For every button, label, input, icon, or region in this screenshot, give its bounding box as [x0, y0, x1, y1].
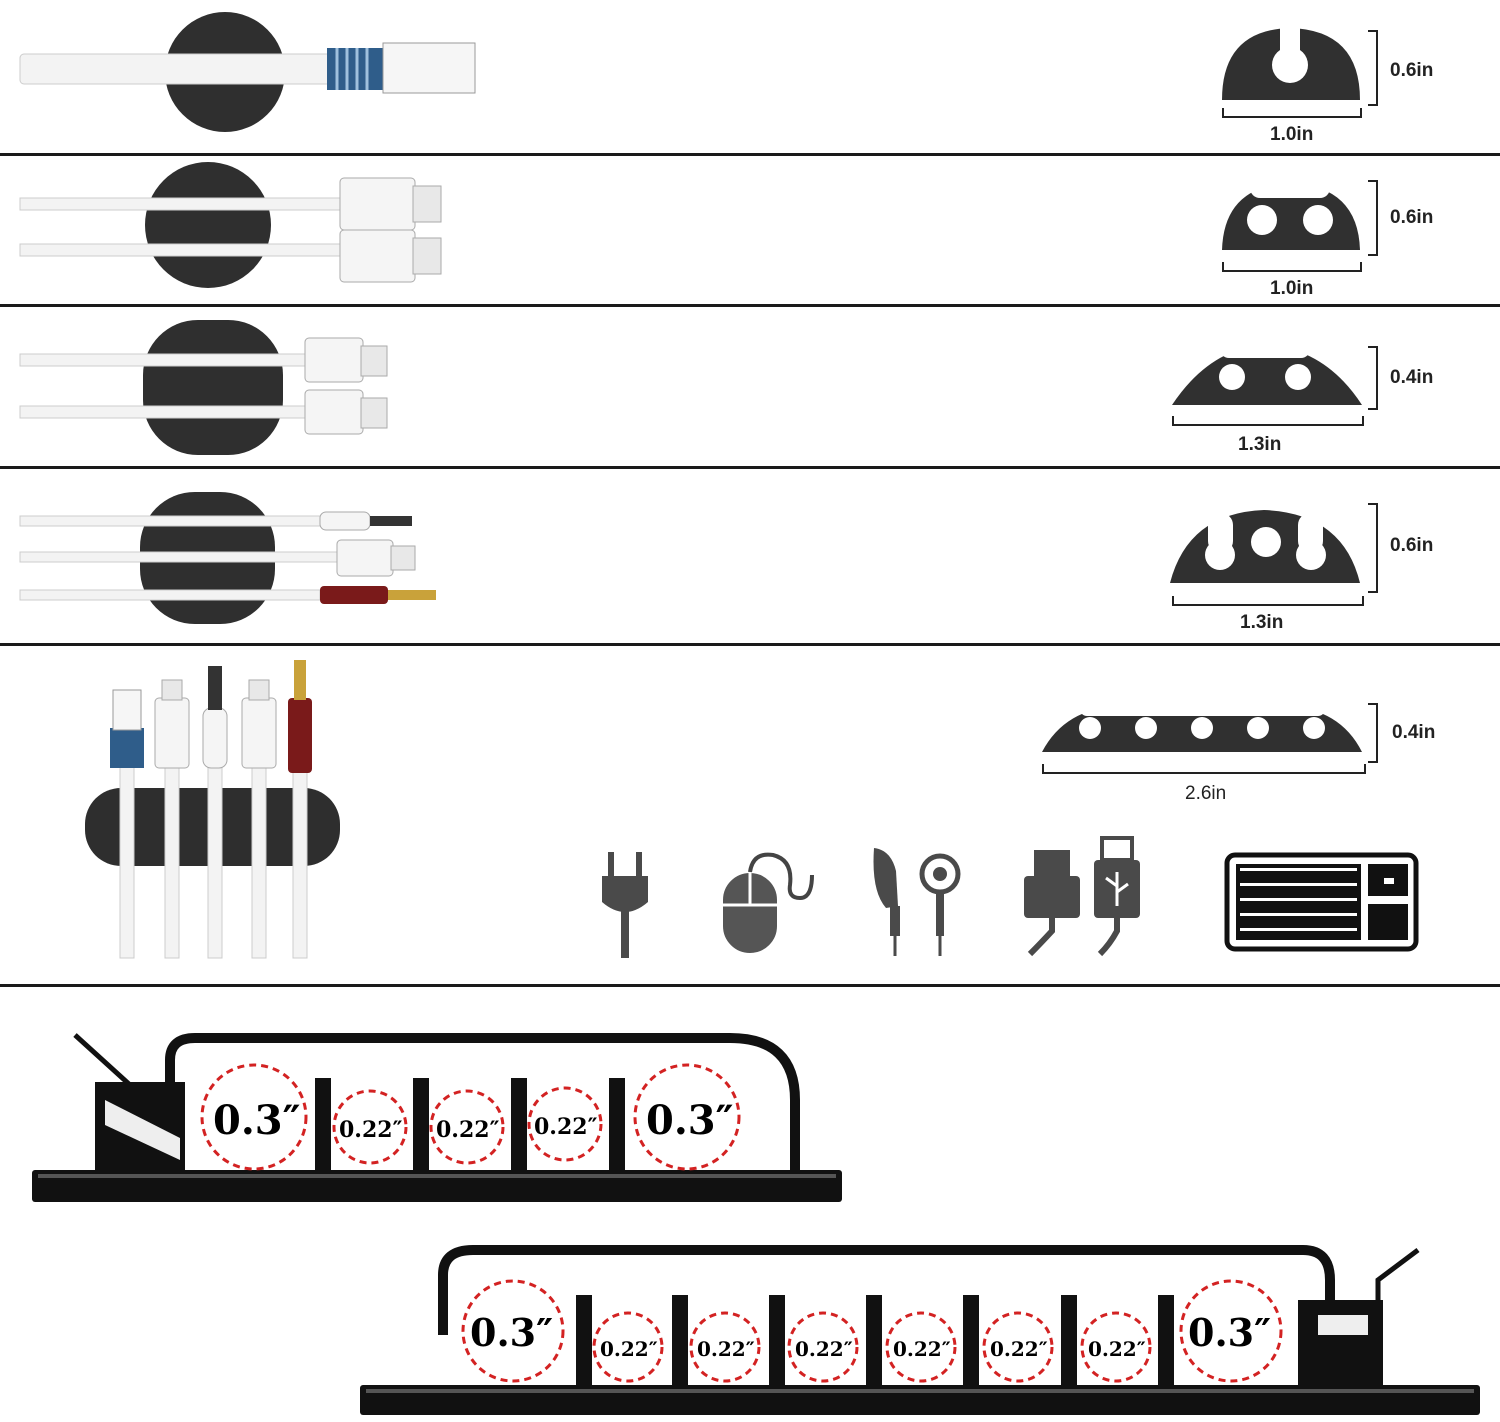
slot-label: 0.22″	[339, 1117, 403, 1143]
clip-4-height: 0.6in	[1390, 535, 1434, 556]
separator	[0, 304, 1500, 307]
clip-2-height: 0.6in	[1390, 207, 1434, 228]
keyboard-icon	[1224, 852, 1419, 952]
width-bracket	[1222, 108, 1362, 118]
clip-5-height: 0.4in	[1392, 722, 1436, 743]
clip-4-profile	[1170, 510, 1360, 583]
slot-label: 0.22″	[697, 1337, 755, 1361]
clip-1-width: 1.0in	[1270, 124, 1314, 145]
organizer-small	[32, 1033, 842, 1202]
width-bracket	[1042, 764, 1366, 774]
separator	[0, 153, 1500, 156]
organizer-large	[360, 1245, 1480, 1415]
usb-icon	[1024, 836, 1140, 957]
slot-label: 0.22″	[600, 1337, 658, 1361]
clip-1-with-ethernet-cable	[19, 12, 476, 132]
width-bracket	[1172, 416, 1364, 426]
slot-label: 0.3″	[646, 1097, 734, 1144]
slot-label: 0.22″	[534, 1114, 598, 1140]
height-bracket	[1368, 703, 1378, 763]
separator	[0, 466, 1500, 469]
slot-label: 0.22″	[1088, 1337, 1146, 1361]
slot-label: 0.22″	[893, 1337, 951, 1361]
earphone-icon	[873, 848, 961, 956]
height-bracket	[1368, 346, 1378, 410]
separator	[0, 984, 1500, 987]
clip-2-width: 1.0in	[1270, 278, 1314, 299]
mouse-icon	[721, 852, 814, 955]
separator	[0, 643, 1500, 646]
width-bracket	[1222, 262, 1362, 272]
slot-label: 0.3″	[213, 1097, 301, 1144]
clip-3-with-lightning-cables	[19, 320, 388, 455]
clip-3-height: 0.4in	[1390, 367, 1434, 388]
clip-3-profile	[1172, 340, 1362, 405]
slot-label: 0.22″	[436, 1117, 500, 1143]
clip-1-profile	[1222, 25, 1360, 100]
clip-5-width: 2.6in	[1185, 783, 1227, 804]
clip-2-with-lightning-cables	[19, 162, 442, 288]
height-bracket	[1368, 30, 1378, 106]
clip-1-height: 0.6in	[1390, 60, 1434, 81]
clip-5-profile	[1042, 702, 1362, 752]
plug-icon	[602, 852, 648, 958]
slot-label: 0.22″	[795, 1337, 853, 1361]
clip-3-width: 1.3in	[1238, 434, 1282, 455]
clip-5-with-five-cables	[85, 660, 340, 959]
clip-4-with-audio-cables	[19, 492, 436, 624]
slot-label: 0.3″	[470, 1310, 554, 1355]
slot-label: 0.22″	[990, 1337, 1048, 1361]
height-bracket	[1368, 503, 1378, 593]
height-bracket	[1368, 180, 1378, 256]
clip-2-profile	[1222, 178, 1360, 250]
clip-4-width: 1.3in	[1240, 612, 1284, 633]
slot-label: 0.3″	[1188, 1310, 1272, 1355]
width-bracket	[1172, 596, 1364, 606]
